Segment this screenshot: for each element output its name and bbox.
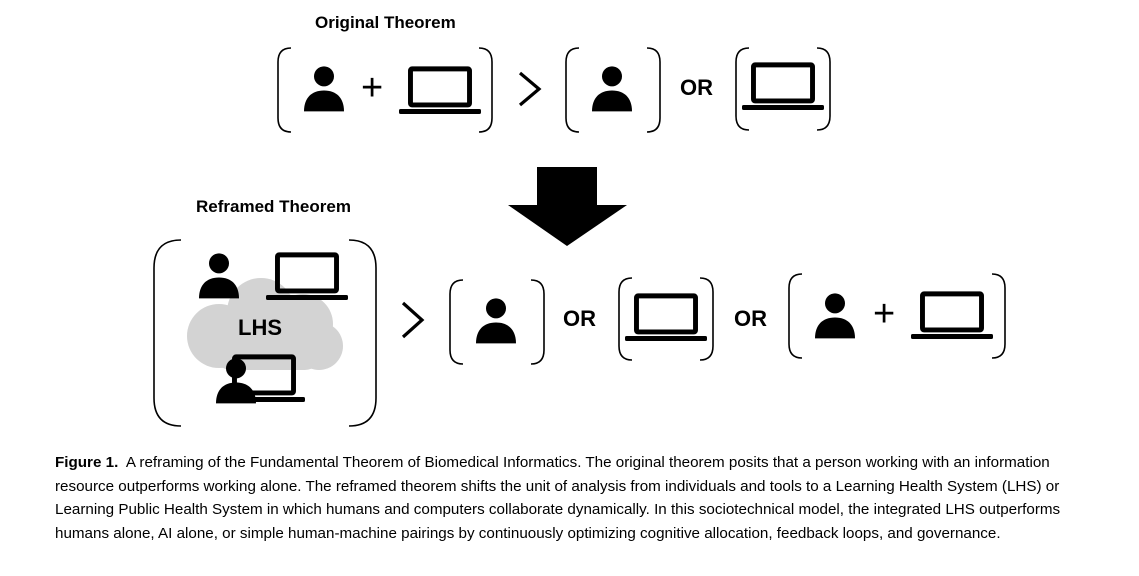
- greater-than-operator: [518, 71, 542, 107]
- reframed-group-person: [449, 279, 545, 365]
- laptop-icon: [911, 291, 993, 341]
- or-label-1: OR: [563, 306, 596, 331]
- laptop-icon: [625, 293, 707, 343]
- person-icon: [299, 63, 349, 113]
- person-icon: [587, 63, 637, 113]
- greater-than-operator: [401, 301, 425, 339]
- laptop-icon: [266, 252, 348, 302]
- reframed-theorem-heading: Reframed Theorem: [196, 197, 351, 216]
- cloud-icon: [187, 278, 343, 370]
- figure-caption-text: A reframing of the Fundamental Theorem o…: [55, 454, 1061, 542]
- or-label: OR: [680, 75, 713, 100]
- reframed-group-laptop: [618, 277, 714, 361]
- person-icon: [194, 250, 244, 300]
- reframed-group-lhs: [153, 239, 377, 427]
- figure-caption: Figure 1. A reframing of the Fundamental…: [55, 451, 1105, 545]
- plus-operator: +: [873, 293, 896, 335]
- original-group-person: [565, 47, 661, 133]
- laptop-icon: [399, 66, 481, 116]
- down-arrow-icon: [508, 167, 627, 246]
- right-parenthesis: [478, 47, 493, 133]
- figure-label: Figure 1.: [55, 454, 119, 471]
- original-group-laptop: [735, 47, 831, 131]
- lhs-label: LHS: [238, 315, 282, 340]
- person-icon: [211, 355, 261, 405]
- person-icon: [810, 289, 860, 341]
- or-label-2: OR: [734, 306, 767, 331]
- laptop-icon: [742, 62, 824, 112]
- original-group-person-plus-laptop: [277, 47, 493, 133]
- left-parenthesis: [277, 47, 292, 133]
- plus-operator: +: [361, 67, 384, 109]
- reframed-group-person-plus-laptop: [788, 273, 1006, 359]
- person-icon: [471, 294, 521, 346]
- original-theorem-heading: Original Theorem: [315, 13, 456, 32]
